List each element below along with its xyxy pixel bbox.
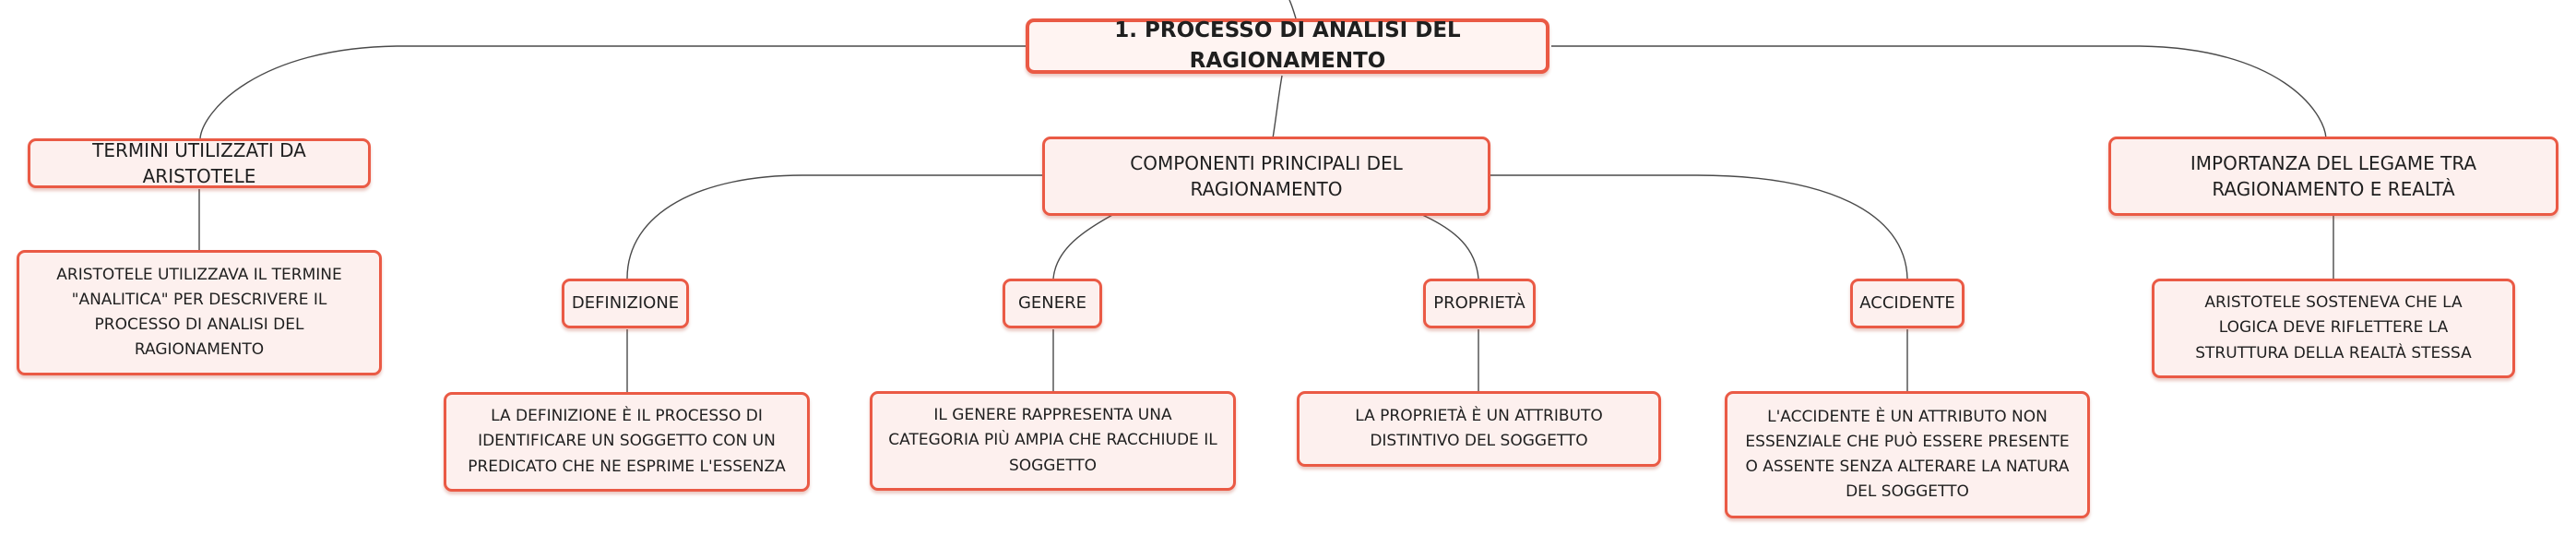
proprieta-topic[interactable]: PROPRIETÀ	[1423, 279, 1536, 328]
definizione-detail-text: LA DEFINIZIONE È IL PROCESSO DI IDENTIFI…	[468, 407, 786, 476]
connector-root-importanza	[1551, 45, 2327, 139]
connector-componenti-definizione	[626, 174, 1044, 279]
definizione-detail[interactable]: LA DEFINIZIONE È IL PROCESSO DI IDENTIFI…	[444, 392, 810, 492]
importanza-topic[interactable]: IMPORTANZA DEL LEGAME TRA RAGIONAMENTO E…	[2108, 137, 2558, 216]
connector-componenti-proprieta	[1419, 213, 1479, 279]
componenti-topic-label: COMPONENTI PRINCIPALI DEL RAGIONAMENTO	[1130, 151, 1403, 200]
connector-root-up	[1288, 0, 1297, 19]
componenti-topic[interactable]: COMPONENTI PRINCIPALI DEL RAGIONAMENTO	[1042, 137, 1490, 216]
root-topic[interactable]: 1. PROCESSO DI ANALISI DEL RAGIONAMENTO	[1026, 18, 1549, 74]
definizione-topic[interactable]: DEFINIZIONE	[562, 279, 689, 328]
termini-detail-text: ARISTOTELE UTILIZZAVA IL TERMINE "ANALIT…	[56, 265, 342, 360]
termini-topic[interactable]: TERMINI UTILIZZATI DA ARISTOTELE	[28, 138, 371, 188]
genere-topic[interactable]: GENERE	[1003, 279, 1102, 328]
genere-topic-label: GENERE	[1017, 293, 1087, 314]
accidente-detail[interactable]: L'ACCIDENTE È UN ATTRIBUTO NON ESSENZIAL…	[1725, 391, 2090, 518]
accidente-topic-label: ACCIDENTE	[1859, 293, 1955, 314]
genere-detail-text: IL GENERE RAPPRESENTA UNA CATEGORIA PIÙ …	[888, 406, 1217, 475]
proprieta-detail[interactable]: LA PROPRIETÀ È UN ATTRIBUTO DISTINTIVO D…	[1297, 391, 1661, 467]
importanza-detail[interactable]: ARISTOTELE SOSTENEVA CHE LA LOGICA DEVE …	[2152, 279, 2515, 378]
connector-componenti-accidente	[1490, 174, 1908, 279]
termini-detail[interactable]: ARISTOTELE UTILIZZAVA IL TERMINE "ANALIT…	[17, 250, 382, 375]
proprieta-detail-text: LA PROPRIETÀ È UN ATTRIBUTO DISTINTIVO D…	[1355, 406, 1603, 450]
connector-root-componenti	[1272, 75, 1283, 139]
genere-detail[interactable]: IL GENERE RAPPRESENTA UNA CATEGORIA PIÙ …	[870, 391, 1236, 491]
connector-root-termini	[199, 45, 1031, 139]
connector-componenti-genere	[1052, 213, 1115, 279]
termini-topic-label: TERMINI UTILIZZATI DA ARISTOTELE	[92, 138, 306, 187]
importanza-detail-text: ARISTOTELE SOSTENEVA CHE LA LOGICA DEVE …	[2195, 293, 2472, 363]
importanza-topic-label: IMPORTANZA DEL LEGAME TRA RAGIONAMENTO E…	[2190, 151, 2477, 200]
accidente-detail-text: L'ACCIDENTE È UN ATTRIBUTO NON ESSENZIAL…	[1745, 407, 2070, 502]
definizione-topic-label: DEFINIZIONE	[571, 293, 680, 314]
proprieta-topic-label: PROPRIETÀ	[1433, 293, 1525, 314]
accidente-topic[interactable]: ACCIDENTE	[1850, 279, 1965, 328]
root-topic-label: 1. PROCESSO DI ANALISI DEL RAGIONAMENTO	[1114, 18, 1461, 73]
